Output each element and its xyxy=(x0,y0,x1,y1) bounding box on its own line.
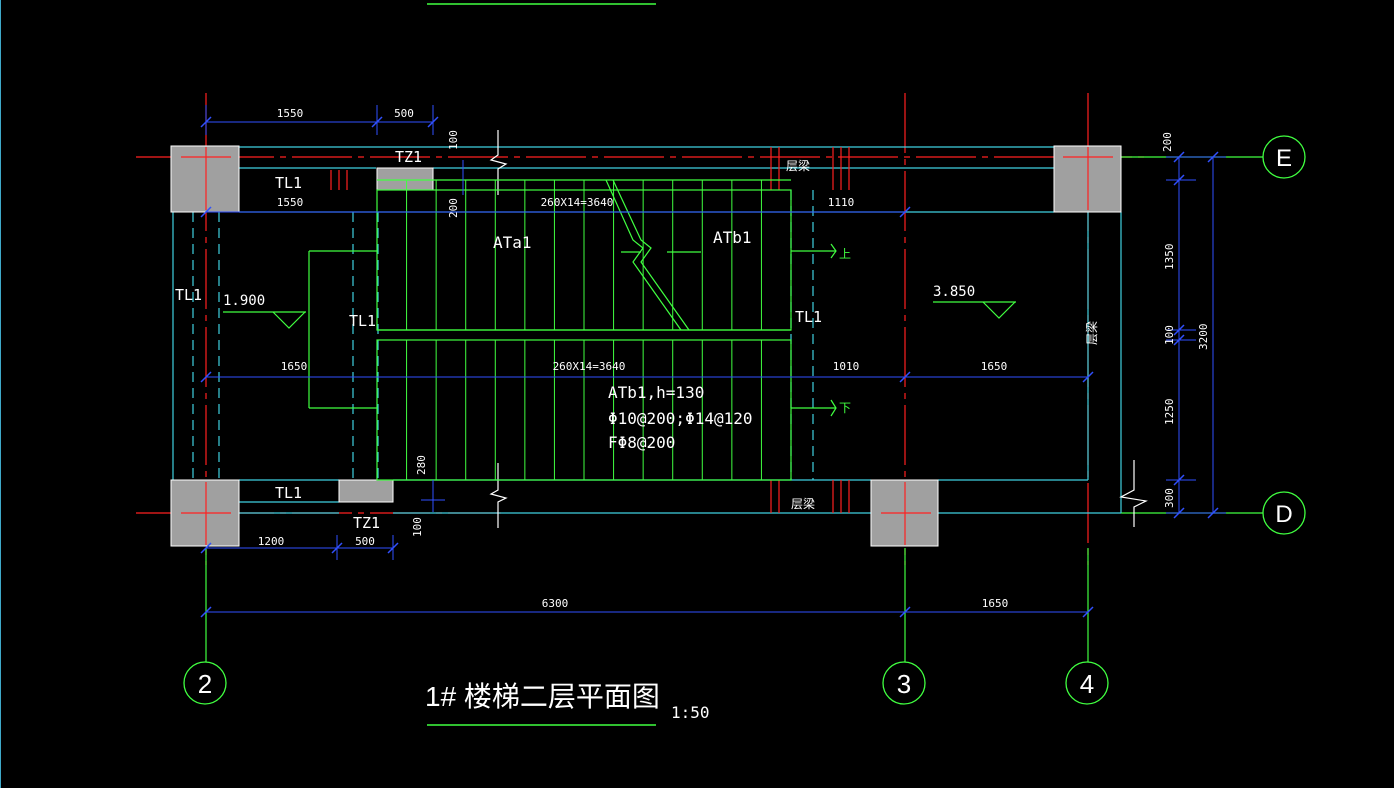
dimension-lines xyxy=(205,105,1226,613)
stair-flights xyxy=(308,179,837,481)
dim-right-3200: 3200 xyxy=(1197,324,1210,351)
grid-bubble-e xyxy=(1262,135,1306,179)
grid-bubbles xyxy=(183,135,1306,705)
label-up: 上 xyxy=(839,247,851,261)
grid-label-3: 3 xyxy=(897,669,911,699)
column-crosses xyxy=(181,147,1113,545)
dim-right-1250: 1250 xyxy=(1163,399,1176,426)
label-down: 下 xyxy=(839,401,851,415)
dim-right-200: 200 xyxy=(1161,132,1174,152)
dim-mid-1650: 1650 xyxy=(281,360,308,373)
column-tz1-bottom xyxy=(338,479,394,503)
dim-top-500: 500 xyxy=(394,107,414,120)
break-symbols xyxy=(489,130,1148,528)
grid-bubble-3 xyxy=(882,661,926,705)
labels: E D 2 3 4 TZ1 TZ1 TL1 TL1 TL1 TL1 TL1 层梁… xyxy=(175,107,1293,722)
dim-top-100: 100 xyxy=(447,130,460,150)
grid-bubble-2 xyxy=(183,661,227,705)
dim-top-1550: 1550 xyxy=(277,107,304,120)
label-tl1-bottom: TL1 xyxy=(275,484,302,502)
dim-flight-bottom: 260X14=3640 xyxy=(553,360,626,373)
label-tl1-mid-left: TL1 xyxy=(349,312,376,330)
label-tl1-mid-right: TL1 xyxy=(795,308,822,326)
beam-hatch xyxy=(330,147,850,513)
dim-overall-6300: 6300 xyxy=(542,597,569,610)
label-ata1: ATa1 xyxy=(493,233,532,252)
grid-bubble-4 xyxy=(1065,661,1109,705)
label-atb1: ATb1 xyxy=(713,228,752,247)
label-tz1-bottom: TZ1 xyxy=(353,514,380,532)
note-line3: FΦ8@200 xyxy=(608,433,675,452)
dim-top-1110: 1110 xyxy=(828,196,855,209)
dim-bot-100: 100 xyxy=(411,517,424,537)
note-line2: Φ10@200;Φ14@120 xyxy=(608,409,753,428)
dim-right-300: 300 xyxy=(1163,488,1176,508)
dim-bot-500: 500 xyxy=(355,535,375,548)
dim-bot-280: 280 xyxy=(415,455,428,475)
note-line1: ATb1,h=130 xyxy=(608,383,704,402)
label-floor-beam-top: 层梁 xyxy=(786,158,810,173)
dim-bot-1200: 1200 xyxy=(258,535,285,548)
stair-treads xyxy=(406,180,762,480)
level-right: 3.850 xyxy=(933,284,975,300)
level-markers xyxy=(223,301,1016,329)
column-tz1-top xyxy=(376,167,434,191)
label-floor-beam-right: 层梁 xyxy=(1084,321,1099,345)
dim-right-1350: 1350 xyxy=(1163,244,1176,271)
grid-label-2: 2 xyxy=(198,669,212,699)
grid-label-4: 4 xyxy=(1080,669,1094,699)
drawing-scale: 1:50 xyxy=(671,703,710,722)
dim-flight-top: 260X14=3640 xyxy=(541,196,614,209)
drawing-title: 1# 楼梯二层平面图 xyxy=(425,681,660,712)
dim-top-200: 200 xyxy=(447,198,460,218)
grid-bubble-d xyxy=(1262,491,1306,535)
dim-mid-1010: 1010 xyxy=(833,360,860,373)
label-floor-beam-bottom: 层梁 xyxy=(791,496,815,511)
columns xyxy=(170,145,1122,547)
grid-label-e: E xyxy=(1276,145,1292,172)
label-tl1-top: TL1 xyxy=(275,174,302,192)
column-e2 xyxy=(170,145,240,213)
dim-row2-1550: 1550 xyxy=(277,196,304,209)
label-tz1-top: TZ1 xyxy=(395,148,422,166)
grid-label-d: D xyxy=(1275,501,1292,528)
dim-overall-1650: 1650 xyxy=(982,597,1009,610)
dimension-ticks xyxy=(200,116,1219,618)
label-tl1-left: TL1 xyxy=(175,286,202,304)
dim-right-100: 100 xyxy=(1163,325,1176,345)
dim-mid-1650-right: 1650 xyxy=(981,360,1008,373)
level-left: 1.900 xyxy=(223,293,265,309)
